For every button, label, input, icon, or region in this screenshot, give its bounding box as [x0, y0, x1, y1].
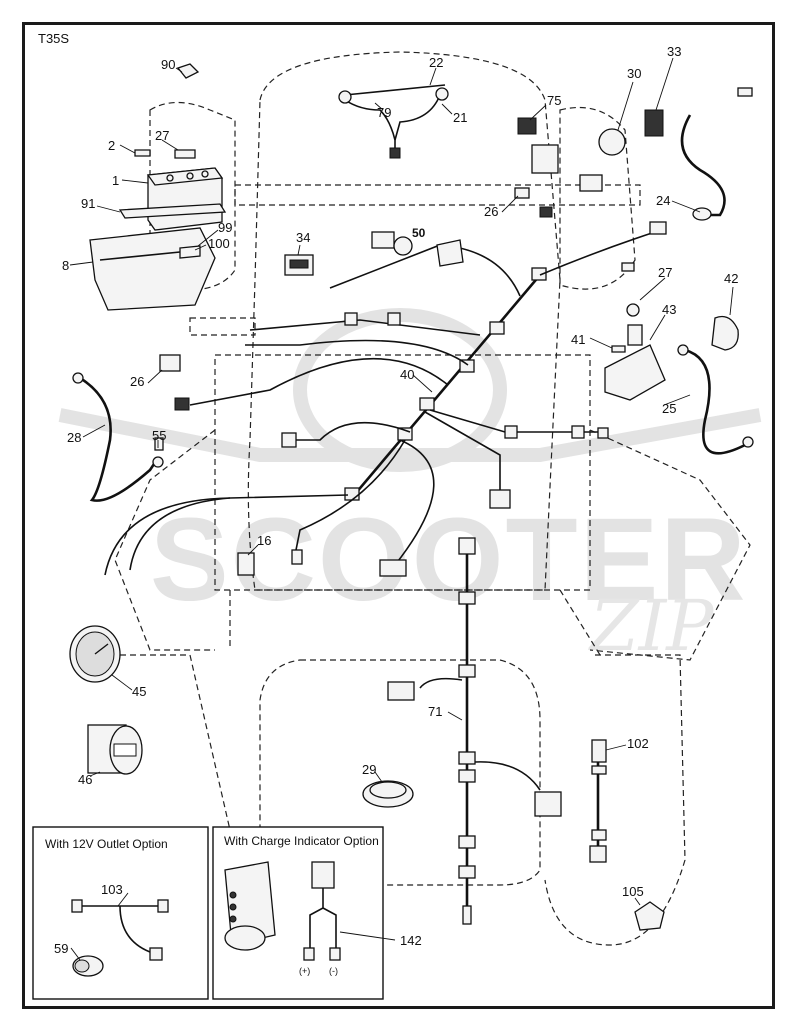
callout-33: 33 — [667, 44, 681, 59]
callout-79: 79 — [377, 105, 391, 120]
callout-34: 34 — [296, 230, 310, 245]
callout-labels: T35S 90 22 79 21 75 33 30 2 27 1 91 99 1… — [38, 31, 738, 976]
callout-105: 105 — [622, 884, 644, 899]
solenoid-assembly — [604, 303, 754, 455]
callout-27: 27 — [155, 128, 169, 143]
minus-label: (-) — [329, 966, 338, 976]
callout-103: 103 — [101, 882, 123, 897]
callout-75: 75 — [547, 93, 561, 108]
callout-28: 28 — [67, 430, 81, 445]
callout-24: 24 — [656, 193, 670, 208]
callout-46: 46 — [78, 772, 92, 787]
callout-29: 29 — [362, 762, 376, 777]
charge-option-box: With Charge Indicator Option — [212, 826, 384, 1000]
callout-99: 99 — [218, 220, 232, 235]
callout-42: 42 — [724, 271, 738, 286]
battery-cable-28 — [72, 372, 164, 502]
callout-45: 45 — [132, 684, 146, 699]
callout-30: 30 — [627, 66, 641, 81]
callout-102: 102 — [627, 736, 649, 751]
gauges — [69, 552, 255, 775]
callout-21: 21 — [453, 110, 467, 125]
callout-55: 55 — [152, 428, 166, 443]
callout-59: 59 — [54, 941, 68, 956]
diagram-frame — [22, 22, 775, 1009]
callout-8: 8 — [62, 258, 69, 273]
callout-1: 1 — [112, 173, 119, 188]
callout-43: 43 — [662, 302, 676, 317]
callout-22: 22 — [429, 55, 443, 70]
callout-25: 25 — [662, 401, 676, 416]
charge-option-title: With Charge Indicator Option — [224, 834, 379, 848]
callout-26b: 26 — [130, 374, 144, 389]
outlet-option-box: With 12V Outlet Option — [32, 826, 209, 1000]
lower-harness-71 — [387, 537, 562, 925]
callout-91: 91 — [81, 196, 95, 211]
callout-71: 71 — [428, 704, 442, 719]
callout-16: 16 — [257, 533, 271, 548]
callout-90: 90 — [161, 57, 175, 72]
leader-lines — [69, 57, 734, 961]
model-code: T35S — [38, 31, 69, 46]
headlight-harness — [338, 84, 449, 159]
callout-142: 142 — [400, 933, 422, 948]
callout-50: 50 — [412, 226, 426, 240]
callout-2: 2 — [108, 138, 115, 153]
battery-assembly — [89, 63, 227, 311]
callout-27b: 27 — [658, 265, 672, 280]
lower-right-parts — [362, 739, 665, 931]
main-harness-40 — [104, 231, 656, 577]
callout-41: 41 — [571, 332, 585, 347]
switches-and-relays — [159, 87, 753, 411]
callout-100: 100 — [208, 236, 230, 251]
callout-26a: 26 — [484, 204, 498, 219]
outlet-option-title: With 12V Outlet Option — [45, 837, 168, 851]
plus-label: (+) — [299, 966, 310, 976]
callout-40: 40 — [400, 367, 414, 382]
